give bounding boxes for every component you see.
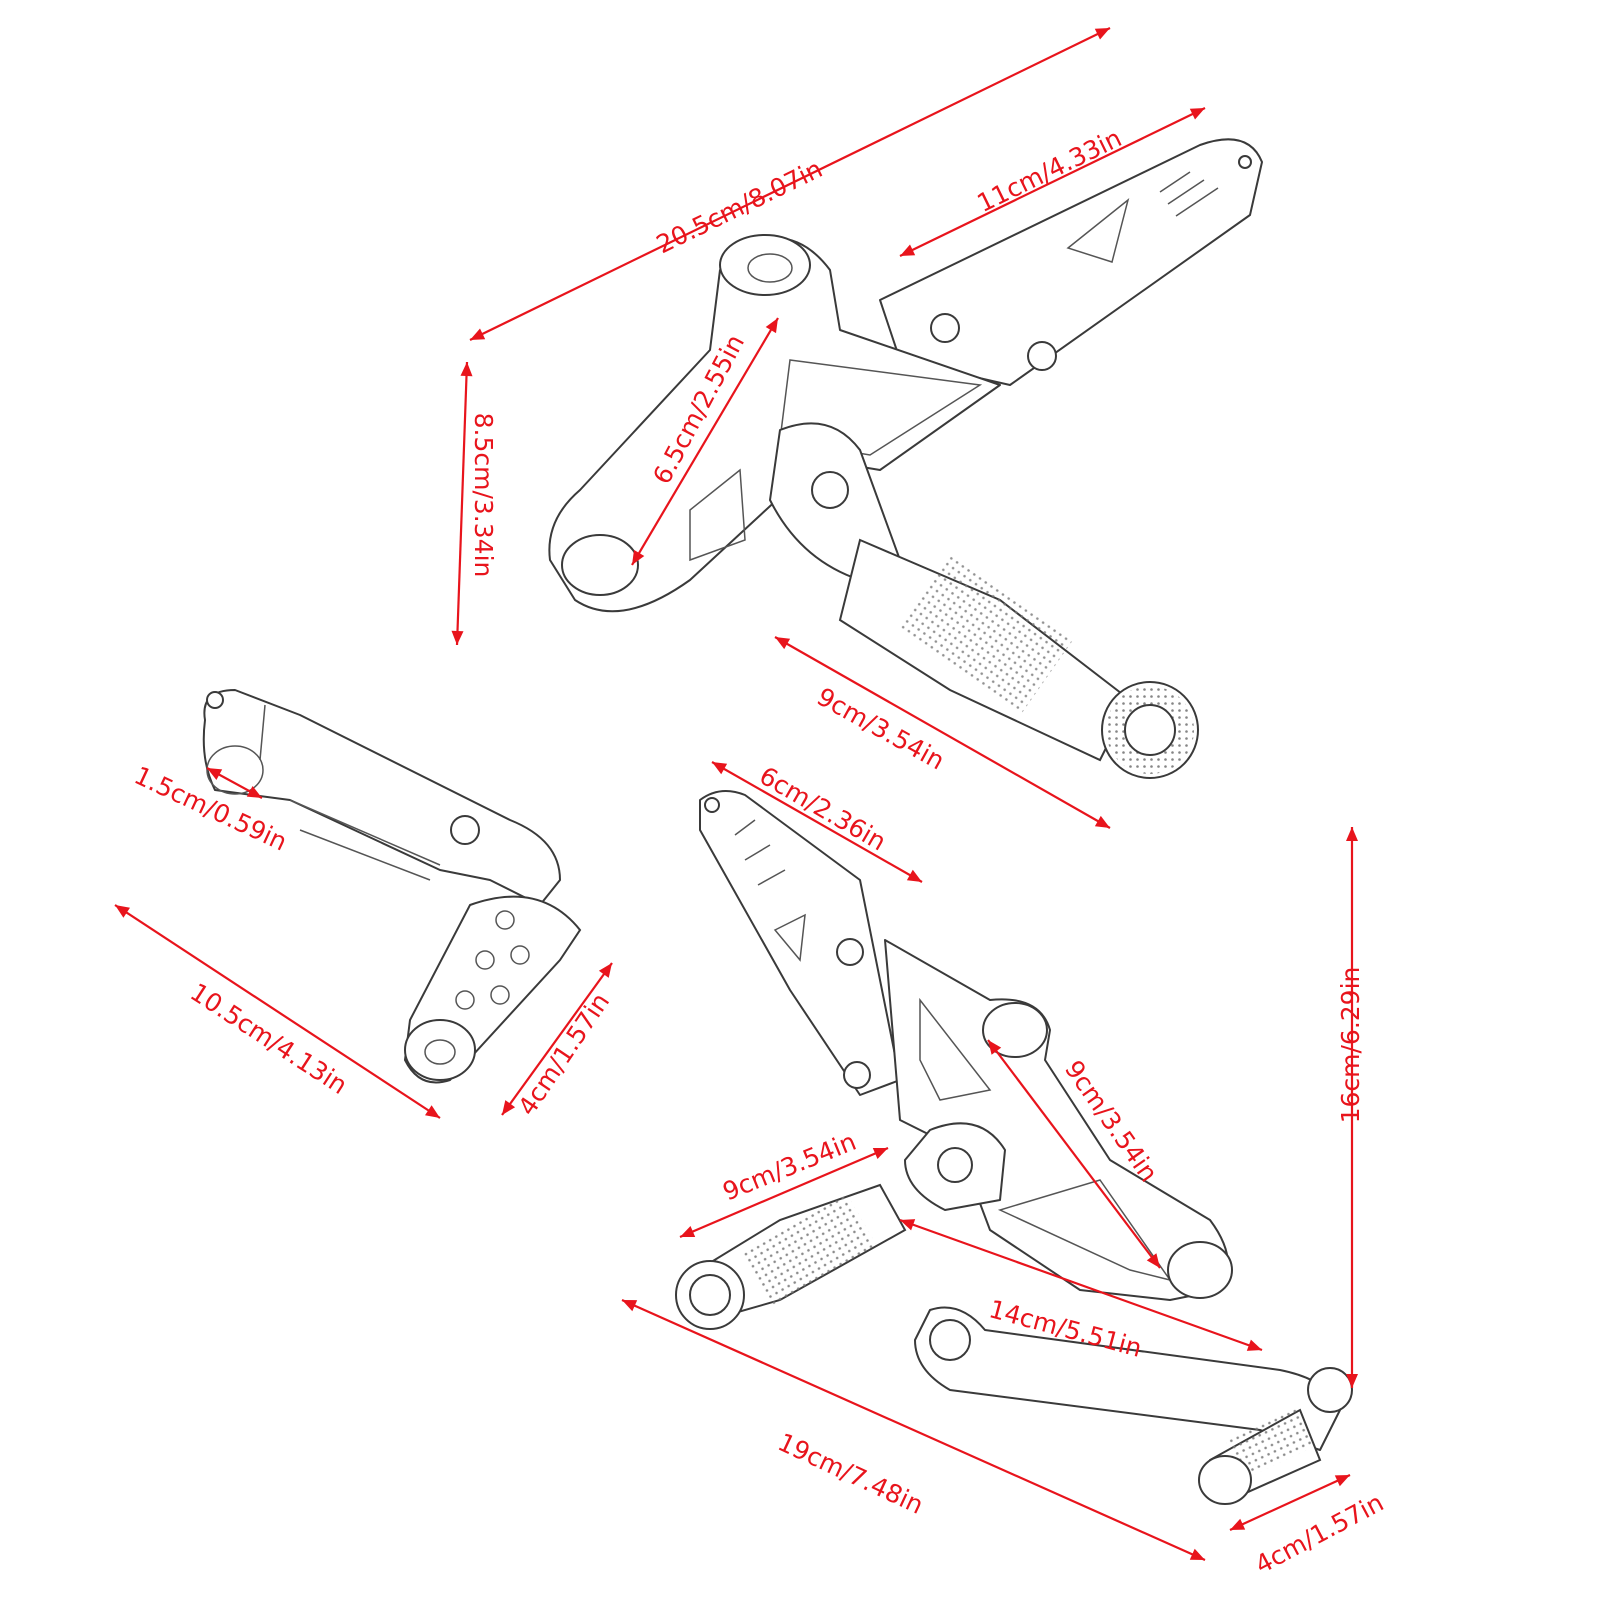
- top-main-bracket: [548, 237, 1001, 613]
- arrowhead: [622, 1300, 638, 1312]
- arrowhead: [1346, 1374, 1358, 1388]
- arrowhead: [900, 1219, 916, 1231]
- top-heel-plate: [879, 138, 1263, 386]
- bottom-pivot-boss: [982, 1002, 1048, 1058]
- dimension-line: [774, 636, 1111, 829]
- arrowhead: [470, 328, 486, 340]
- top-bolt-1: [930, 313, 960, 343]
- arrowhead: [1230, 1518, 1246, 1530]
- top-bolt-2: [1027, 341, 1057, 371]
- dimension-bottom-height: 16cm/6.29in: [1336, 827, 1365, 1388]
- arrowhead: [1094, 28, 1110, 40]
- dimension-line: [899, 1218, 1263, 1352]
- dimension-label: 16cm/6.29in: [1336, 967, 1365, 1124]
- dimension-line: [455, 361, 469, 646]
- arrowhead: [1246, 1339, 1262, 1351]
- arrowhead: [1334, 1475, 1350, 1487]
- arrowhead: [1189, 1548, 1205, 1560]
- dimension-line: [899, 107, 1206, 257]
- bottom-main-bracket: [884, 939, 1229, 1301]
- arrowhead: [632, 549, 645, 565]
- arrowhead: [900, 244, 916, 256]
- dimension-label: 4cm/1.57in: [512, 988, 615, 1121]
- arrowhead: [451, 630, 464, 645]
- arrowhead: [765, 318, 778, 334]
- bottom-bolt-1: [836, 938, 864, 966]
- dimension-line: [501, 962, 613, 1116]
- dimension-line: [679, 1146, 889, 1239]
- arrowhead: [712, 762, 728, 775]
- arrowhead: [460, 362, 473, 377]
- top-lower-boss: [561, 534, 639, 596]
- dimension-label: 4cm/1.57in: [1250, 1488, 1388, 1580]
- arrowhead: [1346, 827, 1358, 841]
- dimension-line: [469, 27, 1111, 341]
- arrowhead: [1189, 108, 1205, 120]
- top-pivot-boss: [719, 234, 811, 296]
- dimension-label: 8.5cm/3.34in: [469, 413, 498, 578]
- dimension-line: [1229, 1474, 1351, 1531]
- arrowhead: [680, 1226, 696, 1237]
- bottom-bolt-2: [843, 1061, 871, 1089]
- arrowhead: [502, 1100, 516, 1115]
- rearset-bottom-assembly: [675, 790, 1353, 1505]
- arrowhead: [598, 963, 612, 978]
- dimension-label: 9cm/3.54in: [812, 682, 949, 776]
- bottom-lower-boss: [1167, 1241, 1233, 1299]
- gear-lever: [202, 689, 582, 1084]
- dimension-label: 19cm/7.48in: [773, 1427, 927, 1520]
- arrowhead: [425, 1105, 440, 1118]
- dimension-line: [987, 1039, 1161, 1269]
- dimension-line: [621, 1298, 1206, 1562]
- arrowhead: [207, 768, 223, 780]
- lever-peg-end: [404, 1019, 476, 1081]
- rearset-top-assembly: [548, 138, 1263, 779]
- arrowhead: [115, 905, 130, 918]
- arrowhead: [906, 869, 922, 882]
- bottom-heel-plate: [699, 790, 901, 1096]
- dimension-top-height: 8.5cm/3.34in: [451, 361, 498, 646]
- arrowhead: [1094, 815, 1110, 828]
- dimension-lever-length: 10.5cm/4.13in: [114, 904, 441, 1119]
- arrowhead: [775, 637, 791, 650]
- dimension-bottom-small-peg: 4cm/1.57in: [1229, 1474, 1388, 1580]
- lever-bolt: [450, 815, 480, 845]
- dimension-line: [711, 761, 923, 883]
- dimension-label: 10.5cm/4.13in: [185, 977, 352, 1100]
- dimension-line: [114, 904, 441, 1119]
- arrowhead: [872, 1148, 888, 1159]
- arrowhead: [1146, 1253, 1160, 1268]
- arrowhead: [988, 1040, 1002, 1055]
- dimension-line: [631, 317, 779, 566]
- arrowhead: [246, 786, 262, 798]
- dimension-label: 9cm/3.54in: [719, 1127, 860, 1207]
